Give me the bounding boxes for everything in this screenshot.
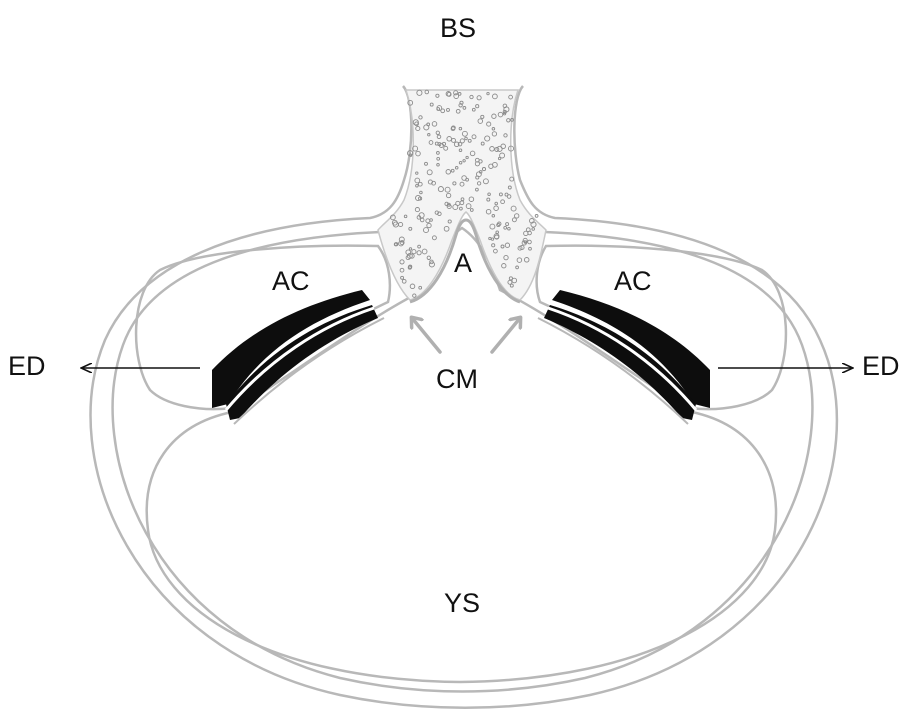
right-embryonic-disc <box>538 290 710 424</box>
label-ac-right: AC <box>614 268 652 295</box>
left-cm-arrow <box>412 318 440 352</box>
stipple-dot <box>535 215 538 218</box>
label-ac-left: AC <box>272 268 310 295</box>
right-cm-arrow <box>492 318 520 352</box>
label-ys: YS <box>444 590 480 617</box>
label-cm: CM <box>436 366 478 393</box>
left-embryonic-disc <box>212 290 384 424</box>
label-a: A <box>454 250 472 277</box>
label-bs: BS <box>440 15 476 42</box>
label-ed-left: ED <box>8 353 46 380</box>
label-ed-right: ED <box>862 353 900 380</box>
